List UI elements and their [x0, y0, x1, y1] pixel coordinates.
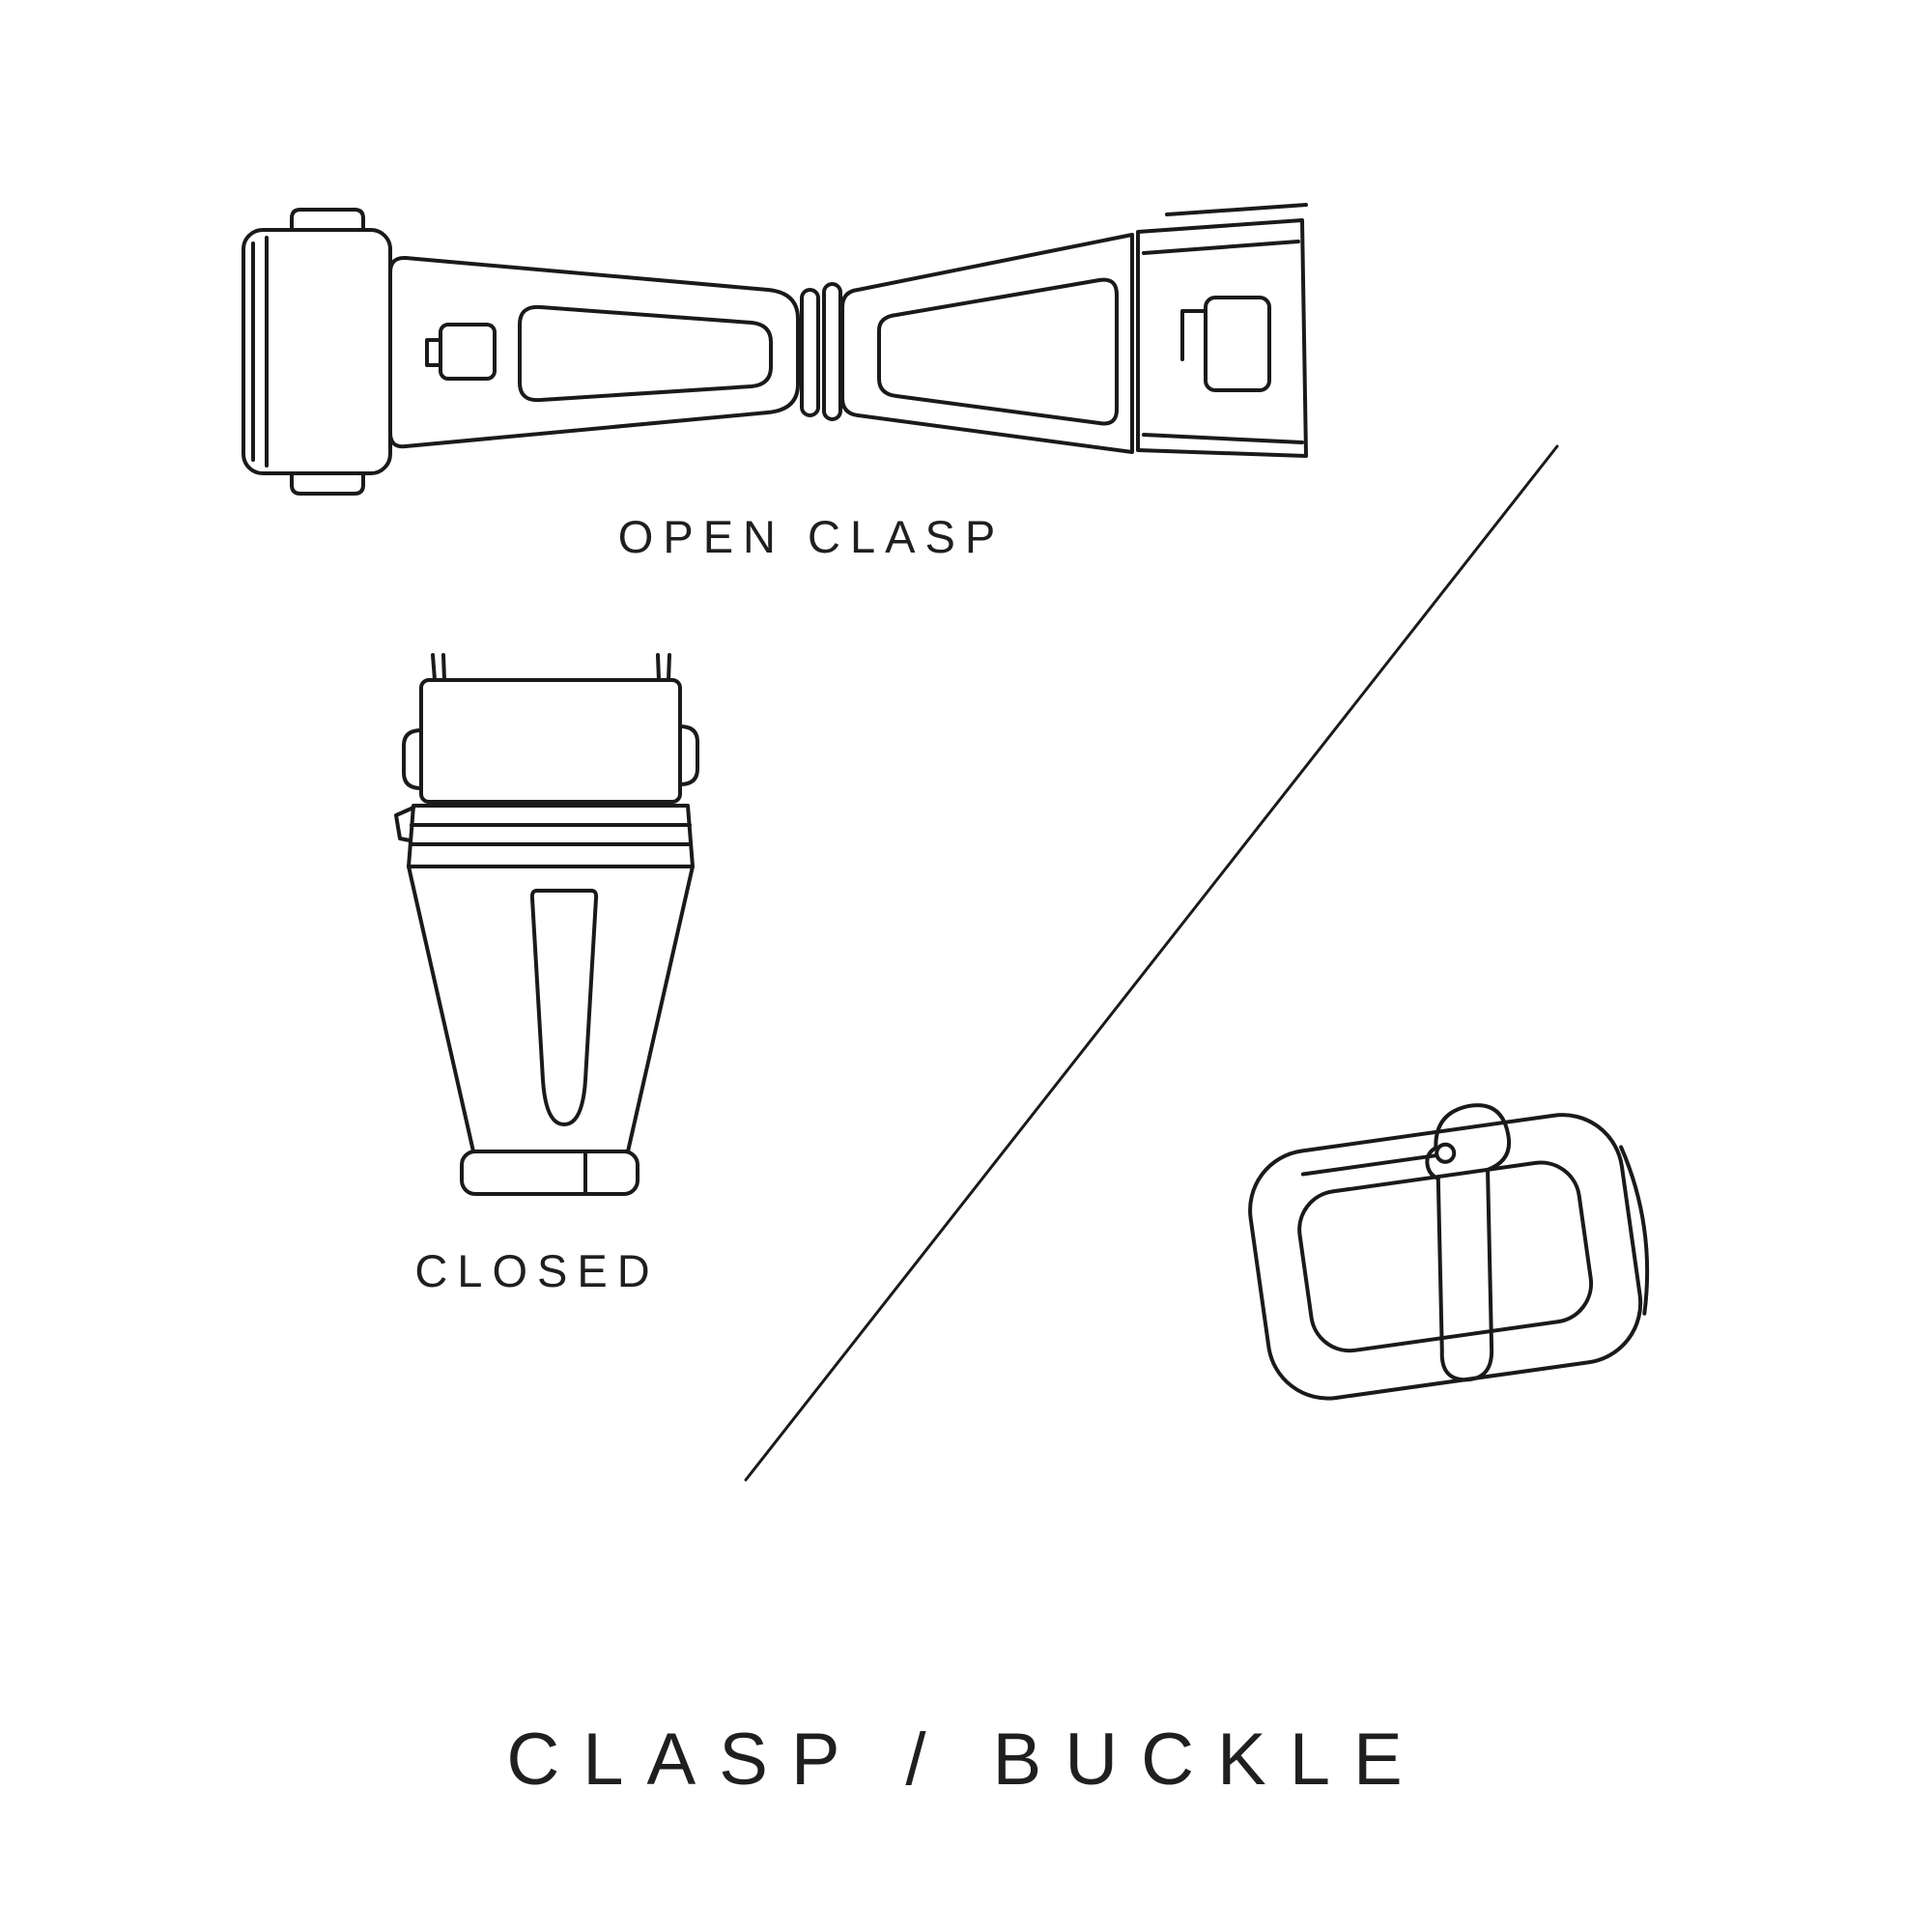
- diagonal-divider-line: [744, 444, 1559, 1482]
- diagram-strokes: [242, 203, 1650, 1482]
- closed-clasp-icon: [394, 653, 699, 1196]
- closed-clasp-label: CLOSED: [414, 1245, 660, 1296]
- open-clasp-icon: [242, 203, 1308, 496]
- open-clasp-label: OPEN CLASP: [617, 511, 1006, 562]
- page-title: CLASP / BUCKLE: [506, 1719, 1426, 1801]
- tang-buckle-icon: [1248, 1103, 1650, 1401]
